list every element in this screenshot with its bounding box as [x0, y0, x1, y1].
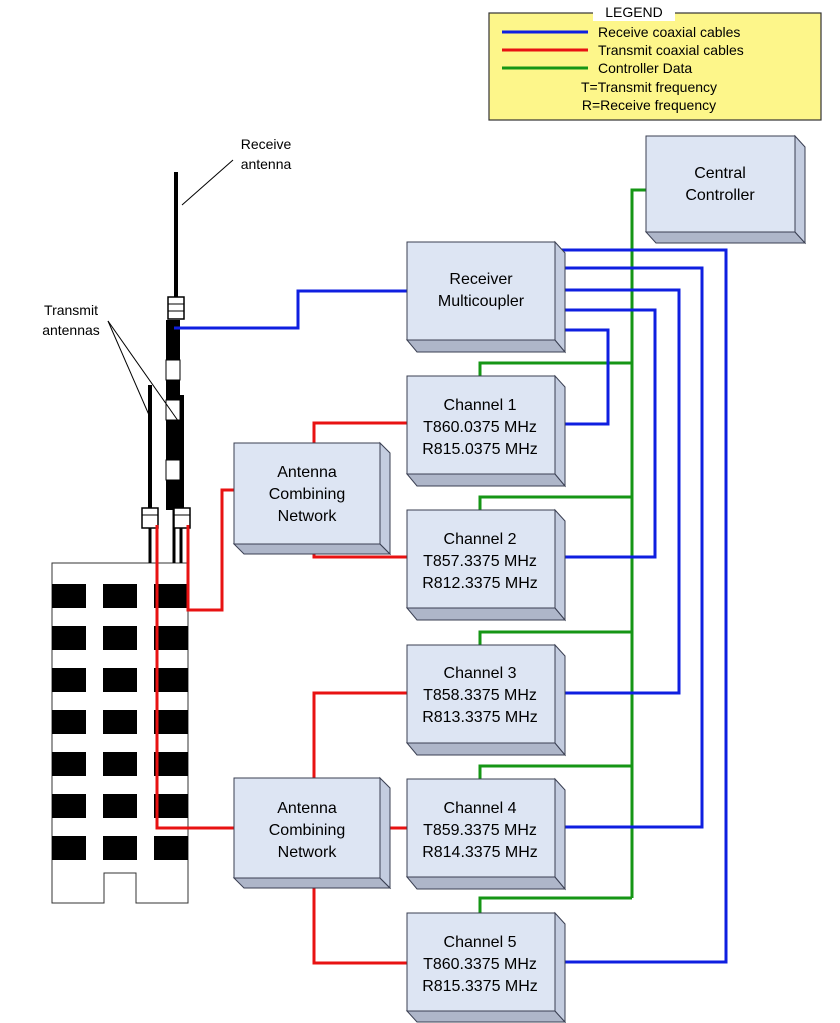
legend: LEGEND Receive coaxial cables Transmit c…: [488, 3, 822, 121]
receiver-multicoupler-box: Receiver Multicoupler: [405, 240, 567, 354]
legend-receive-frequency-note: R=Receive frequency: [582, 97, 716, 113]
central-controller-label-line1: Central: [694, 165, 746, 182]
combiner-top-label-line3: Network: [278, 508, 338, 525]
combiner-top-label-line1: Antenna: [277, 464, 337, 481]
building-windows: [52, 584, 188, 860]
channel-2-box: Channel 2 T857.3375 MHz R812.3375 MHz: [405, 508, 567, 622]
channel-1-receive-frequency: R815.0375 MHz: [422, 441, 538, 458]
channel-3-box: Channel 3 T858.3375 MHz R813.3375 MHz: [405, 643, 567, 757]
channel-2-transmit-frequency: T857.3375 MHz: [423, 553, 537, 570]
channel-4-receive-frequency: R814.3375 MHz: [422, 844, 538, 861]
legend-transmit-frequency-note: T=Transmit frequency: [581, 79, 717, 95]
channel-1-transmit-frequency: T860.0375 MHz: [423, 419, 537, 436]
receiver-multicoupler-label-line2: Multicoupler: [438, 293, 525, 310]
channel-5-name: Channel 5: [444, 934, 517, 951]
receive-cable-lines: [174, 248, 728, 964]
controller-data-lines: [478, 188, 646, 913]
annotations: Receive antenna Transmit antennas: [42, 136, 292, 426]
transmit-antennas-label-line2: antennas: [42, 322, 100, 338]
channel-1-name: Channel 1: [444, 397, 517, 414]
channel-5-receive-frequency: R815.3375 MHz: [422, 978, 538, 995]
legend-controller-label: Controller Data: [598, 60, 692, 76]
channel-1-box: Channel 1 T860.0375 MHz R815.0375 MHz: [405, 374, 567, 488]
transmit-antenna-2-connector-icon: [173, 507, 191, 529]
receive-antenna-label-line1: Receive: [241, 136, 292, 152]
channel-3-transmit-frequency: T858.3375 MHz: [423, 687, 537, 704]
central-controller-box: Central Controller: [644, 134, 807, 245]
building: [51, 562, 189, 904]
central-controller-label-line2: Controller: [685, 187, 755, 204]
receive-antenna-label-line2: antenna: [241, 156, 292, 172]
channel-3-name: Channel 3: [444, 665, 517, 682]
legend-receive-label: Receive coaxial cables: [598, 24, 740, 40]
channel-2-name: Channel 2: [444, 531, 517, 548]
transmit-antenna-1-connector-icon: [141, 507, 159, 529]
antenna-combining-network-top-box: Antenna Combining Network: [232, 441, 392, 556]
channel-5-box: Channel 5 T860.3375 MHz R815.3375 MHz: [405, 911, 567, 1023]
antenna-combining-network-bottom-box: Antenna Combining Network: [232, 776, 392, 890]
receive-antenna-leader: [181, 159, 234, 206]
legend-transmit-label: Transmit coaxial cables: [598, 42, 744, 58]
legend-title-bg: [593, 3, 675, 21]
channel-4-transmit-frequency: T859.3375 MHz: [423, 822, 537, 839]
transmit-antennas-leader-1: [107, 320, 150, 416]
receive-antenna-connector-icon: [167, 296, 185, 320]
combiner-bottom-label-line1: Antenna: [277, 800, 337, 817]
antenna-mast: [141, 172, 191, 563]
channel-4-box: Channel 4 T859.3375 MHz R814.3375 MHz: [405, 777, 567, 891]
channel-2-receive-frequency: R812.3375 MHz: [422, 575, 538, 592]
transmit-antennas-leader-2: [107, 320, 182, 426]
combiner-bottom-label-line3: Network: [278, 844, 338, 861]
combiner-bottom-label-line2: Combining: [269, 822, 345, 839]
channel-4-name: Channel 4: [444, 800, 517, 817]
legend-title: LEGEND: [605, 4, 663, 20]
channel-5-transmit-frequency: T860.3375 MHz: [423, 956, 537, 973]
combiner-top-label-line2: Combining: [269, 486, 345, 503]
channel-3-receive-frequency: R813.3375 MHz: [422, 709, 538, 726]
receiver-multicoupler-label-line1: Receiver: [449, 271, 513, 288]
transmit-antennas-label-line1: Transmit: [44, 302, 98, 318]
